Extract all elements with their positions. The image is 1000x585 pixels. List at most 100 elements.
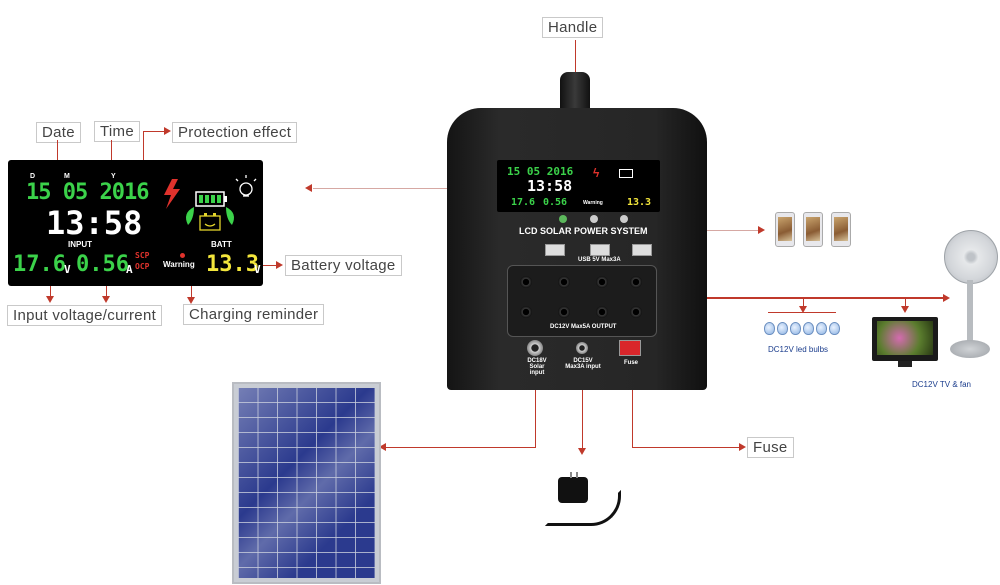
battery-icon bbox=[195, 191, 227, 207]
dc-output-port-6[interactable] bbox=[558, 306, 570, 318]
battery-connector bbox=[262, 265, 278, 266]
lcd-input-label: INPUT bbox=[68, 240, 92, 249]
fan-pole bbox=[967, 280, 973, 342]
television bbox=[872, 317, 938, 361]
device-battery-icon bbox=[619, 169, 633, 178]
power-indicator-green bbox=[559, 215, 567, 223]
lcd-year-tag: Y bbox=[111, 173, 116, 180]
lcd-warning: Warning bbox=[163, 260, 195, 269]
date-label: Date bbox=[36, 122, 81, 143]
dc-output-port-7[interactable] bbox=[596, 306, 608, 318]
adapter-prong-2 bbox=[576, 472, 578, 478]
input-voltage-current-label: Input voltage/current bbox=[7, 305, 163, 326]
lcd-input-current: 0.56 bbox=[76, 252, 129, 277]
lcd-status-icons bbox=[164, 175, 257, 231]
input-connector-1 bbox=[50, 286, 51, 298]
fuse-drop bbox=[632, 350, 633, 448]
lcd-scp: SCP bbox=[135, 251, 150, 260]
device-lcd-date: 15 05 2016 bbox=[507, 165, 574, 178]
tv-stand bbox=[898, 361, 912, 367]
device-lcd-time: 13:58 bbox=[527, 177, 573, 195]
lcd-amp-unit: A bbox=[126, 263, 133, 276]
solar-panel bbox=[232, 382, 381, 584]
lcd-batt-label: BATT bbox=[211, 240, 232, 249]
solar-input-label: DC18V Solar input bbox=[527, 358, 547, 376]
bulb-bar bbox=[768, 312, 836, 313]
usb-port-1[interactable] bbox=[545, 244, 565, 256]
time-label: Time bbox=[94, 121, 140, 142]
standing-fan bbox=[944, 230, 998, 284]
dc-output-port-8[interactable] bbox=[630, 306, 642, 318]
lcd-zoom-connector bbox=[313, 188, 447, 189]
dc-output-label: DC12V Max5A OUTPUT bbox=[550, 324, 617, 330]
power-indicator-white-2 bbox=[620, 215, 628, 223]
dc-output-port-4[interactable] bbox=[630, 276, 642, 288]
device-lcd-warning: Warning bbox=[583, 200, 603, 206]
led-bulb-5 bbox=[816, 322, 827, 335]
input-connector-2 bbox=[106, 286, 107, 298]
bulb-icon bbox=[235, 175, 257, 197]
lcd-date: 15 05 2016 bbox=[26, 180, 149, 205]
power-adapter bbox=[558, 477, 588, 503]
usb-port-3[interactable] bbox=[632, 244, 652, 256]
protection-connector-h bbox=[143, 131, 165, 132]
device-lcd-input-voltage: 17.6 bbox=[511, 197, 536, 208]
protection-arrow bbox=[164, 127, 171, 135]
bulb-drop bbox=[803, 298, 804, 308]
adapter-prong-1 bbox=[570, 472, 572, 478]
adapter-input-port[interactable] bbox=[576, 342, 588, 354]
fuse-switch[interactable] bbox=[619, 340, 641, 356]
adapter-connector bbox=[582, 370, 583, 450]
left-leaf-icon bbox=[186, 207, 194, 225]
handle-connector bbox=[575, 40, 576, 72]
solar-input-drop bbox=[535, 370, 536, 448]
battery-arrow bbox=[276, 261, 283, 269]
lcd-month-tag: M bbox=[64, 173, 70, 180]
dc-output-line bbox=[655, 297, 945, 299]
led-bulb-1 bbox=[764, 322, 775, 335]
adapter-arrow bbox=[578, 448, 586, 455]
led-bulbs-caption: DC12V led bulbs bbox=[768, 345, 829, 354]
lcd-batt-voltage: 13.3 bbox=[206, 252, 259, 277]
lcd-zoom-arrow bbox=[305, 184, 312, 192]
smartphone-3 bbox=[831, 212, 851, 247]
handle-label: Handle bbox=[542, 17, 604, 38]
lcd-time: 13:58 bbox=[46, 204, 143, 242]
battery-voltage-label: Battery voltage bbox=[285, 255, 402, 276]
solar-connector bbox=[386, 447, 536, 448]
fuse-arrow bbox=[739, 443, 746, 451]
device-lcd-batt-voltage: 13.3 bbox=[627, 197, 652, 208]
protection-effect-label: Protection effect bbox=[172, 122, 298, 143]
tv-drop bbox=[905, 298, 906, 308]
led-bulb-4 bbox=[803, 322, 814, 335]
lcd-display-enlarged: D M Y 15 05 2016 13:58 INPUT 17.6 V 0.56… bbox=[8, 160, 263, 286]
lcd-display-device: 15 05 2016 13:58 17.6 0.56 Warning 13.3 … bbox=[497, 160, 660, 212]
input-arrow-2 bbox=[102, 296, 110, 303]
fuse-label: Fuse bbox=[747, 437, 794, 458]
dc-output-port-1[interactable] bbox=[520, 276, 532, 288]
dc-output-panel bbox=[507, 265, 657, 337]
dc-output-port-3[interactable] bbox=[596, 276, 608, 288]
fuse-device-label: Fuse bbox=[624, 360, 639, 366]
solar-input-port[interactable] bbox=[527, 340, 543, 356]
lcd-volt-unit: V bbox=[64, 263, 71, 276]
charging-reminder-label: Charging reminder bbox=[183, 304, 325, 325]
power-indicator-white bbox=[590, 215, 598, 223]
led-bulb-3 bbox=[790, 322, 801, 335]
date-connector bbox=[57, 140, 58, 175]
usb-phone-arrow bbox=[758, 226, 765, 234]
fuse-connector bbox=[632, 447, 740, 448]
dc-output-port-2[interactable] bbox=[558, 276, 570, 288]
device-lcd-input-current: 0.56 bbox=[543, 197, 568, 208]
lcd-batt-volt-unit: V bbox=[254, 263, 261, 276]
lcd-ocp: OCP bbox=[135, 262, 150, 271]
smartphone-2 bbox=[803, 212, 823, 247]
charging-arrow bbox=[187, 297, 195, 304]
tv-fan-caption: DC12V TV & fan bbox=[912, 380, 971, 389]
led-bulb-6 bbox=[829, 322, 840, 335]
time-connector bbox=[111, 140, 112, 175]
input-arrow-1 bbox=[46, 296, 54, 303]
usb-port-2[interactable] bbox=[590, 244, 610, 256]
dc-output-port-5[interactable] bbox=[520, 306, 532, 318]
warning-dot-icon bbox=[180, 253, 185, 258]
